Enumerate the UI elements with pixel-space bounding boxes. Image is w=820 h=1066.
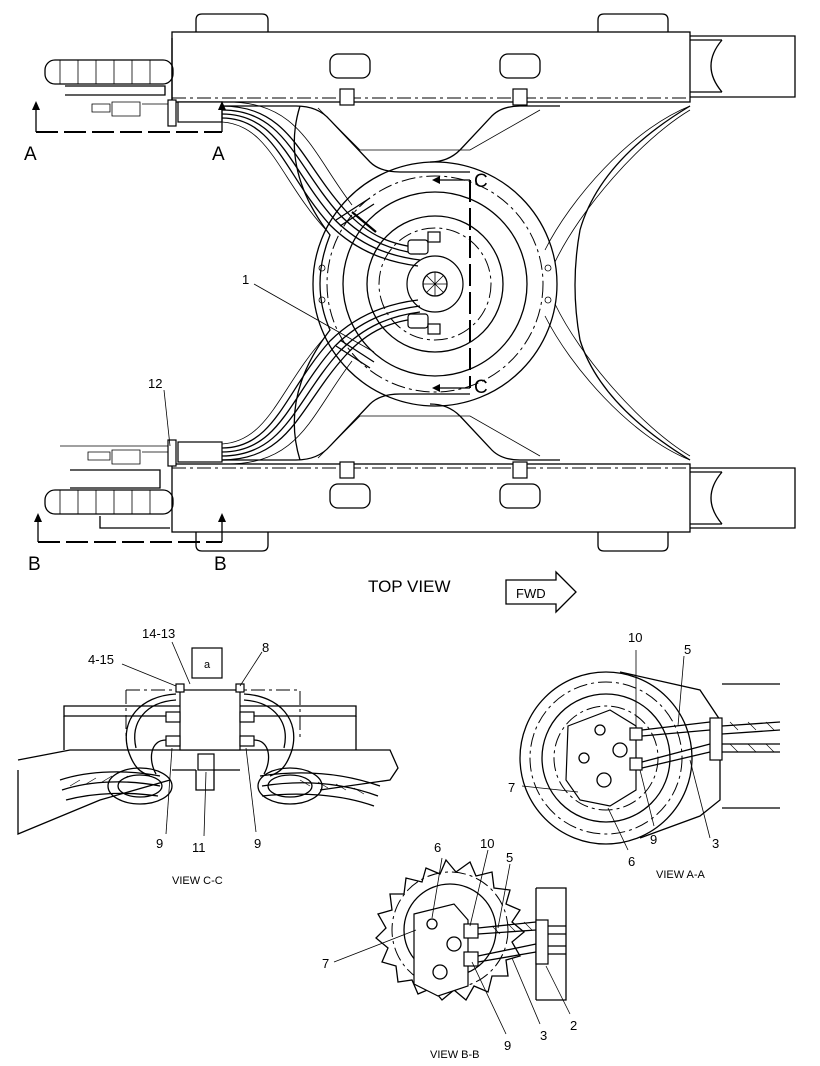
- view-aa: 10 5 7 9 3 6 VIEW A-A: [508, 630, 781, 881]
- section-a-right-label: A: [212, 144, 225, 165]
- callout-1: 1: [242, 272, 249, 287]
- upper-track-frame: [171, 13, 796, 106]
- section-c-bottom-label: C: [474, 377, 488, 398]
- section-line-c: C C: [432, 171, 488, 398]
- svg-text:a: a: [204, 659, 211, 671]
- view-cc-caption: VIEW C-C: [172, 875, 223, 887]
- callout-12-leader: [163, 389, 171, 447]
- view-cc: a 14-13 4-15 8: [17, 626, 399, 887]
- callout-7-aa: 7: [508, 780, 515, 795]
- callout-9-aa: 9: [650, 832, 657, 847]
- callout-2-bb: 2: [570, 1018, 577, 1033]
- callout-9-right: 9: [254, 836, 261, 851]
- callout-3-bb: 3: [540, 1028, 547, 1043]
- callout-9-bb: 9: [504, 1038, 511, 1053]
- car-body-frame: [222, 105, 691, 461]
- top-view-title: TOP VIEW: [368, 577, 451, 596]
- swivel-fittings: [407, 231, 441, 335]
- callout-12: 12: [148, 376, 162, 391]
- fwd-arrow: FWD: [505, 570, 577, 614]
- section-line-a: A A: [24, 101, 226, 165]
- lower-track-frame: [171, 461, 796, 552]
- travel-motor-detail-top: [60, 101, 168, 465]
- section-c-top-label: C: [474, 171, 488, 192]
- callout-11: 11: [192, 840, 206, 855]
- view-bb: 6 10 5 7 9 3 2 VIEW B-B: [322, 836, 577, 1061]
- callout-3-aa: 3: [712, 836, 719, 851]
- callout-6-aa: 6: [628, 854, 635, 869]
- swing-bearing: [312, 161, 558, 407]
- right-hose-bundle: [544, 105, 691, 461]
- callout-10-aa: 10: [628, 630, 642, 645]
- top-view: C C A A B B: [24, 13, 796, 614]
- callout-10-bb: 10: [480, 836, 494, 851]
- upper-hose-bundle: [221, 101, 421, 267]
- callout-4-15: 4-15: [88, 652, 114, 667]
- callout-5-aa: 5: [684, 642, 691, 657]
- callout-6-bb: 6: [434, 840, 441, 855]
- section-line-b: B B: [28, 513, 227, 575]
- callout-8: 8: [262, 640, 269, 655]
- view-bb-caption: VIEW B-B: [430, 1049, 480, 1061]
- view-aa-caption: VIEW A-A: [656, 869, 706, 881]
- section-b-right-label: B: [214, 554, 227, 575]
- section-b-left-label: B: [28, 554, 41, 575]
- callout-14-13: 14-13: [142, 626, 175, 641]
- fwd-label: FWD: [516, 586, 546, 601]
- lower-hose-bundle: [221, 299, 421, 465]
- callout-1-leader: [253, 283, 375, 353]
- callout-9-left: 9: [156, 836, 163, 851]
- callout-5-bb: 5: [506, 850, 513, 865]
- callout-7-bb: 7: [322, 956, 329, 971]
- lower-left-sprocket: [44, 439, 223, 529]
- section-a-left-label: A: [24, 144, 37, 165]
- upper-left-idler: [44, 38, 223, 127]
